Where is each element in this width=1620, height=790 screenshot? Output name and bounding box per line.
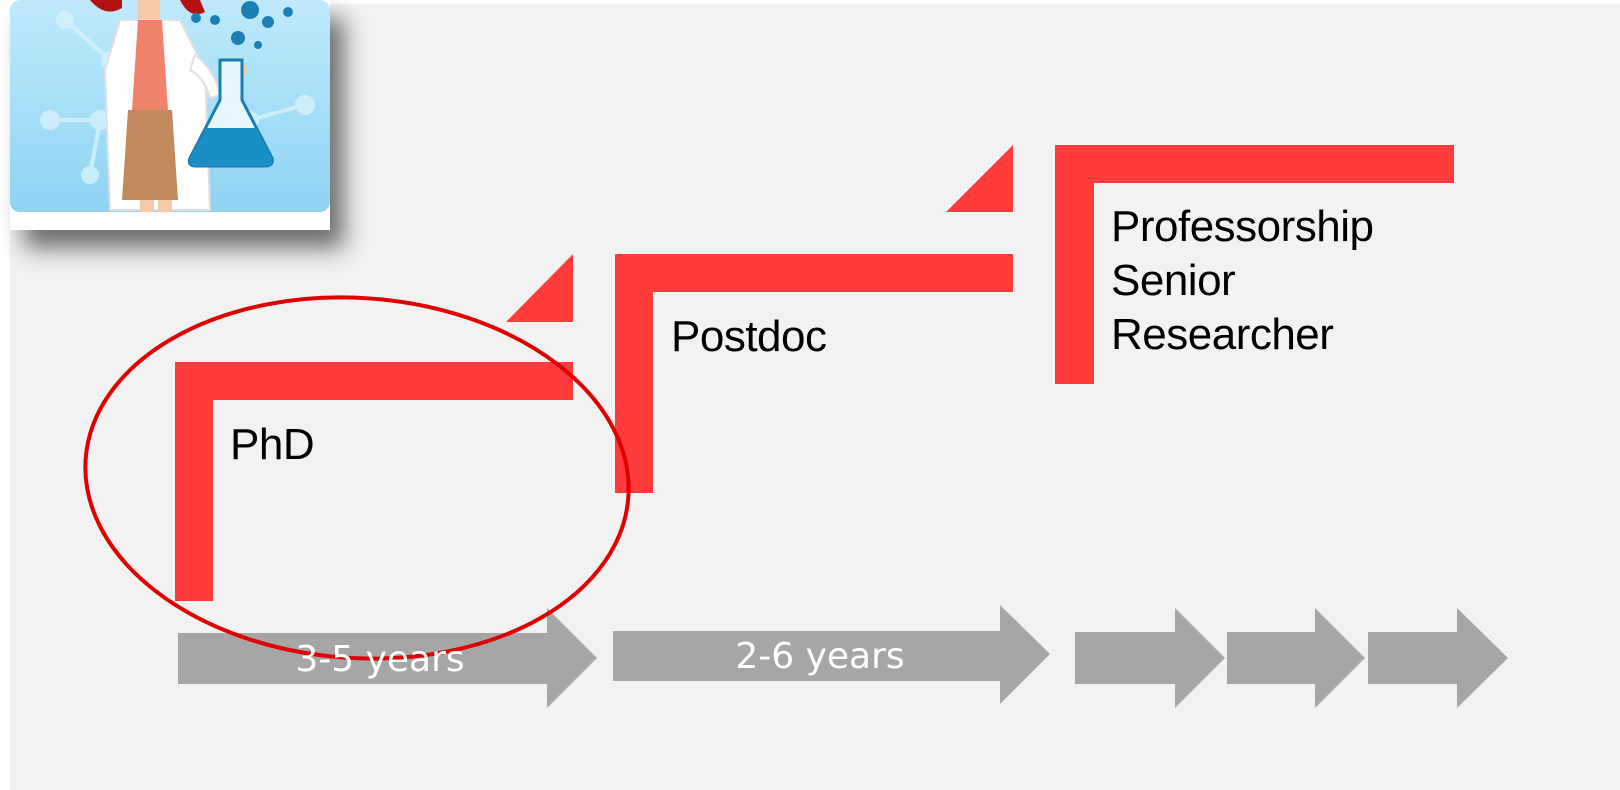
stair-professorship [1055,145,1454,384]
duration-arrow-5 [1368,608,1508,708]
scientist-illustration [10,0,330,230]
stair-postdoc [615,254,1013,493]
duration-arrow-3 [1075,608,1225,708]
phd-highlight-ellipse [83,295,631,661]
stage-label-professorship: Professorship Senior Researcher [1111,202,1374,359]
duration-arrow-4 [1227,608,1365,708]
duration-arrow-postdoc [613,605,1050,704]
stage-label-phd: PhD [230,420,315,469]
step-triangle-2 [946,145,1013,212]
duration-label-phd: 3-5 years [295,639,465,680]
step-triangle-1 [506,254,573,322]
duration-label-postdoc: 2-6 years [735,636,905,677]
stage-label-postdoc: Postdoc [671,312,827,361]
stair-phd [175,362,573,601]
